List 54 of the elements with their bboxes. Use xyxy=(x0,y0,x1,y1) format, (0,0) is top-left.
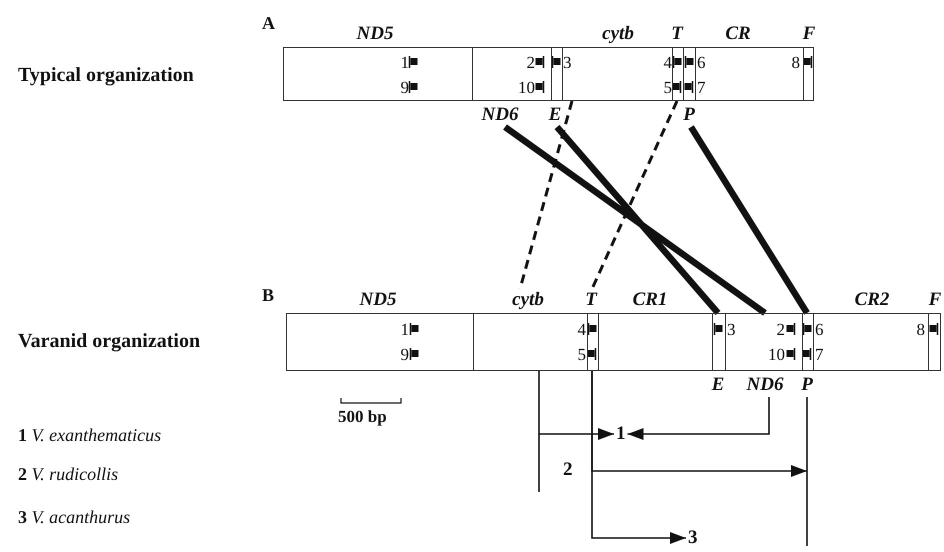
species-key: 1 V. exanthematicus xyxy=(18,424,162,446)
connector-line xyxy=(554,124,720,316)
gene-label: ND5 xyxy=(360,289,396,311)
panel-letter: A xyxy=(262,12,275,34)
primer-number: 6 xyxy=(815,319,824,341)
primer-number: 6 xyxy=(697,52,706,74)
arrow xyxy=(628,397,770,440)
primer-number: 3 xyxy=(727,319,736,341)
gene-label: ND6 xyxy=(482,104,518,126)
species-key: 2 V. rudicollis xyxy=(18,463,118,485)
gene-label: CR1 xyxy=(632,289,668,311)
primer-number: 9 xyxy=(400,344,409,366)
primer-number: 9 xyxy=(400,77,409,99)
primer-number: 4 xyxy=(664,52,672,74)
gene-label: E xyxy=(548,104,562,126)
primer-number: 2 xyxy=(776,319,785,341)
gene-label: ND6 xyxy=(746,374,784,396)
species-number: 3 xyxy=(688,527,698,549)
gene-label: T xyxy=(671,23,683,45)
gene-label: P xyxy=(801,374,813,396)
species-number: 1 xyxy=(616,423,626,445)
gene-label: CR2 xyxy=(854,289,890,311)
gene-label: F xyxy=(928,289,942,311)
primer-number: 8 xyxy=(792,52,800,74)
primer-number: 1 xyxy=(400,319,409,341)
primer-number: 4 xyxy=(578,319,586,341)
connector-line xyxy=(590,100,678,290)
primer-number: 5 xyxy=(578,344,586,366)
scale-label: 500 bp xyxy=(338,406,387,428)
panel-letter: B xyxy=(262,284,274,306)
gene-label: CR xyxy=(725,23,751,45)
gene-label: cytb xyxy=(602,23,634,45)
primer-number: 10 xyxy=(768,344,785,366)
connector-line xyxy=(503,124,767,316)
row-title: Varanid organization xyxy=(18,330,200,352)
primer-number: 10 xyxy=(518,77,535,99)
gene-label: ND5 xyxy=(356,23,394,45)
primer-number: 5 xyxy=(664,77,672,99)
gene-label: F xyxy=(802,23,816,45)
connector-line xyxy=(518,100,574,290)
arrow xyxy=(591,371,686,544)
primer-number: 1 xyxy=(400,52,409,74)
gene-label: E xyxy=(712,374,724,396)
primer-number: 7 xyxy=(815,344,824,366)
gene-label: cytb xyxy=(512,289,544,311)
gene-label: T xyxy=(585,289,597,311)
gene-label: P xyxy=(683,104,695,126)
primer-number: 3 xyxy=(563,52,572,74)
primer-number: 2 xyxy=(526,52,535,74)
row-title: Typical organization xyxy=(18,64,194,86)
primer-number: 7 xyxy=(697,77,706,99)
species-key: 3 V. acanthurus xyxy=(18,506,130,528)
primer-number: 8 xyxy=(916,319,925,341)
arrow xyxy=(538,371,614,440)
